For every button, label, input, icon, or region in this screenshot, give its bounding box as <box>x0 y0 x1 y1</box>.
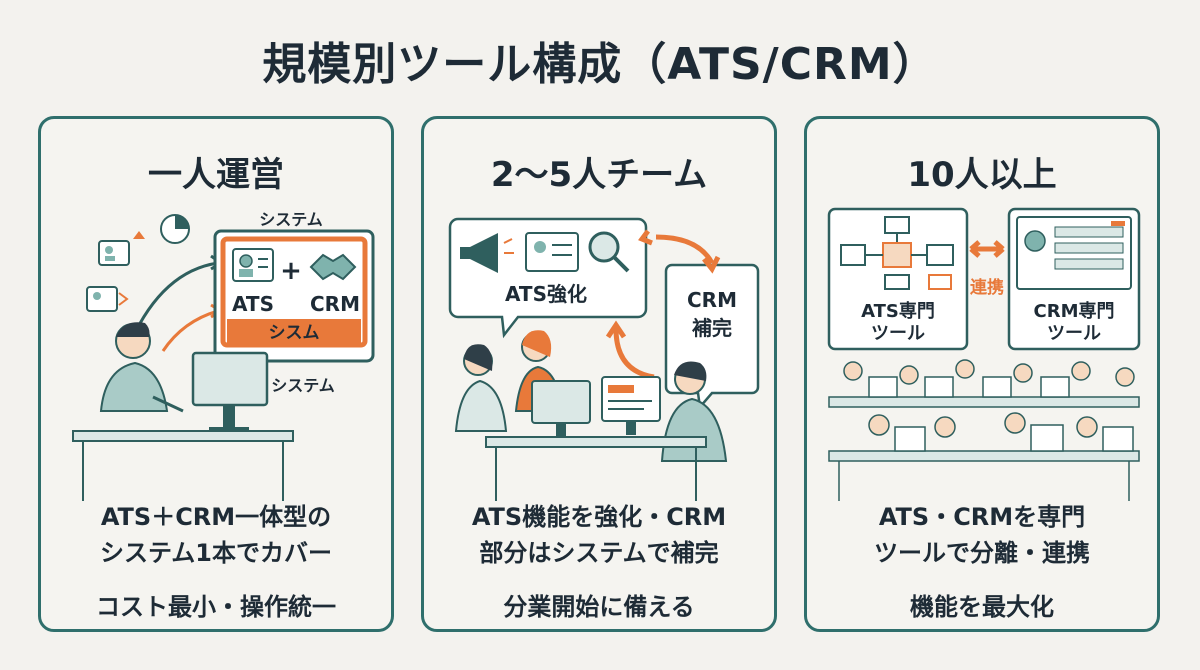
workflow-icon <box>840 216 954 290</box>
office-workers <box>828 359 1140 501</box>
link-arrow <box>969 240 1005 258</box>
ats-label: ATS <box>232 292 274 316</box>
team-illustration: ATS強化 CRM 補完 <box>448 217 760 501</box>
handshake-icon <box>309 253 357 281</box>
megaphone-icon <box>460 233 514 273</box>
ats-bubble-label: ATS強化 <box>505 282 587 306</box>
system-bar-label: シスム <box>269 323 320 343</box>
profile-card-icon <box>525 232 579 272</box>
panel-large-team: 10人以上 ATS専門 ツール 連携 CRM専門 <box>804 116 1160 632</box>
page-title: 規模別ツール構成（ATS/CRM） <box>262 39 938 90</box>
panel-solo: 一人運営 システム <box>38 116 394 632</box>
caption-line-3: 分業開始に備える <box>503 593 695 621</box>
crm-tool-label-2: ツール <box>1047 323 1101 344</box>
ats-tool-label-1: ATS専門 <box>861 300 935 322</box>
caption-line-1: ATS＋CRM一体型の <box>100 503 332 531</box>
crm-label: CRM <box>310 292 360 316</box>
plus-sign: + <box>280 256 302 286</box>
caption-line-1: ATS・CRMを専門 <box>878 503 1086 531</box>
ats-icon <box>232 248 274 282</box>
flow-arrow-orange <box>161 309 219 352</box>
team-member-1 <box>454 344 508 432</box>
sync-arrow-return <box>613 328 655 380</box>
enterprise-illustration: ATS専門 ツール 連携 CRM専門 ツール <box>827 207 1141 501</box>
link-label: 連携 <box>970 277 1004 298</box>
desk <box>485 436 707 448</box>
profile-card-icon <box>98 231 145 266</box>
caption-line-2: システム1本でカバー <box>100 539 332 567</box>
system-label-top: システム <box>259 210 323 229</box>
pie-chart-icon <box>160 214 190 244</box>
panel-heading: 一人運営 <box>148 155 284 195</box>
caption-line-2: ツールで分離・連携 <box>874 539 1090 567</box>
crm-dashboard-icon <box>1016 216 1132 290</box>
candidate-card-icon <box>86 286 129 312</box>
magnifier-icon <box>588 231 630 273</box>
monitor-1 <box>531 380 591 437</box>
desk <box>72 430 294 442</box>
panel-small-team: 2〜5人チーム ATS強化 CRM 補完 <box>421 116 777 632</box>
desktop-monitor <box>191 351 269 433</box>
ats-tool-label-2: ツール <box>871 323 925 344</box>
system-label-bottom: システム <box>271 376 335 395</box>
crm-tool-label-1: CRM専門 <box>1034 300 1115 322</box>
caption-line-3: コスト最小・操作統一 <box>96 593 336 621</box>
caption-line-3: 機能を最大化 <box>910 593 1054 621</box>
solo-illustration: システム + ATS CRM シスム システム <box>72 210 375 501</box>
monitor-2 <box>601 376 661 435</box>
caption-line-2: 部分はシステムで補完 <box>479 539 719 567</box>
caption-line-1: ATS機能を強化・CRM <box>471 503 727 531</box>
panel-heading: 2〜5人チーム <box>490 155 708 195</box>
crm-bubble-label-2: 補完 <box>691 316 732 340</box>
crm-bubble-label-1: CRM <box>687 288 737 312</box>
sync-arrow <box>655 234 715 265</box>
solo-worker <box>99 322 184 413</box>
panel-heading: 10人以上 <box>907 155 1057 195</box>
